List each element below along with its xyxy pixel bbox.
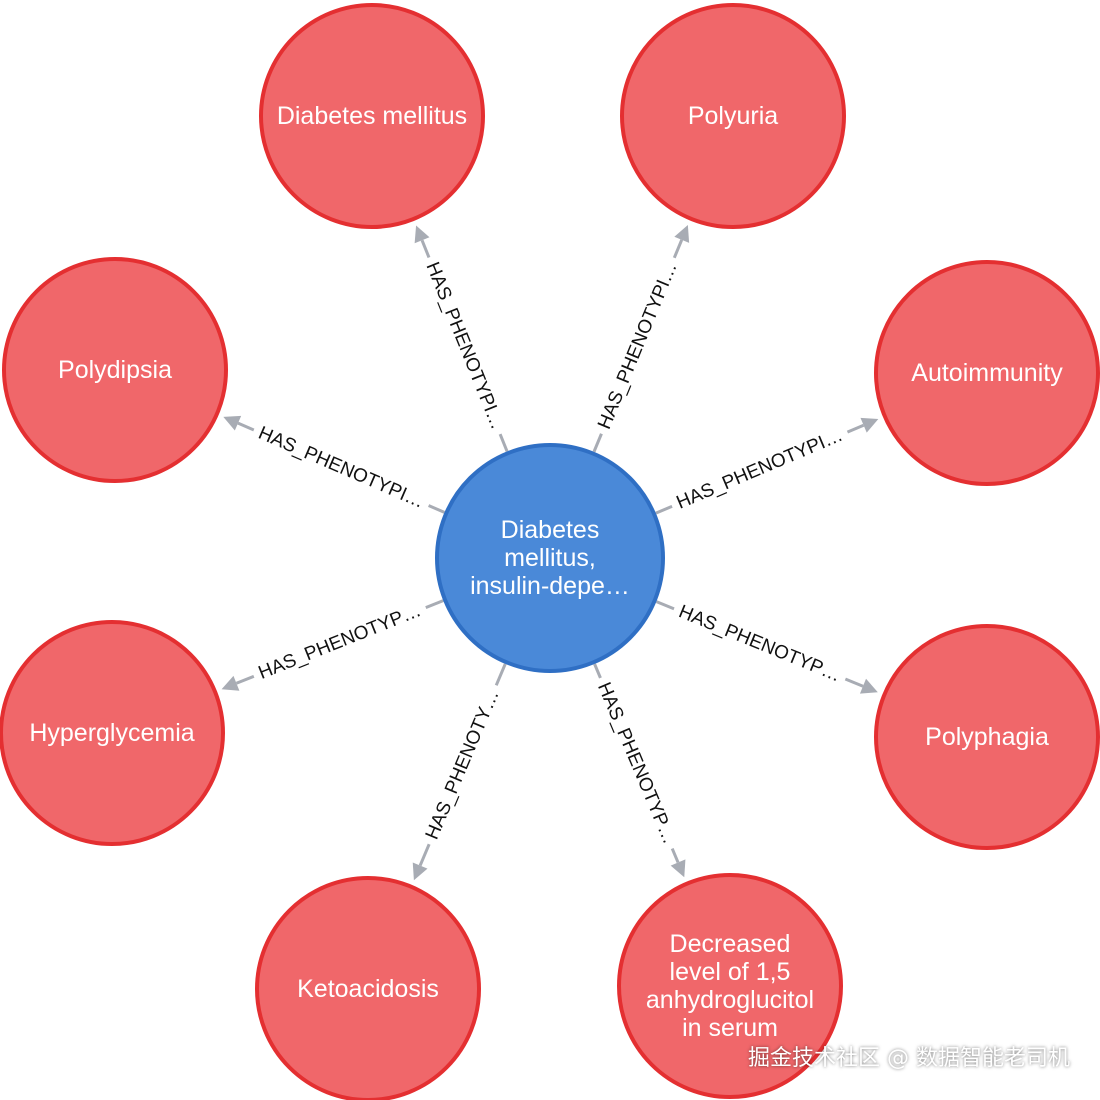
edge-label-group: HAS_PHENOTYP… <box>588 672 685 854</box>
node-polydipsia[interactable]: Polydipsia <box>2 257 228 483</box>
node-label: level of 1,5 <box>670 958 791 986</box>
arrowhead-icon <box>412 862 428 881</box>
phenotype-node-circle[interactable] <box>617 873 843 1099</box>
edge-autoimmunity: HAS_PHENOTYPI… <box>655 417 879 519</box>
node-label: anhydroglucitol <box>646 986 814 1014</box>
edge-label: HAS_PHENOTYPI… <box>594 259 682 432</box>
edge-label-group: HAS_PHENOTYPI… <box>248 418 434 518</box>
arrowhead-icon <box>221 675 240 691</box>
edge-label-group: HAS_PHENOTYPI… <box>666 420 853 519</box>
node-ketoacidosis[interactable]: Ketoacidosis <box>255 876 481 1100</box>
node-diabetes-mellitus[interactable]: Diabetes mellitus <box>259 3 485 229</box>
node-label: Autoimmunity <box>911 359 1063 387</box>
phenotype-node-circle[interactable] <box>2 257 228 483</box>
arrowhead-icon <box>223 415 242 431</box>
edge-label-background <box>417 680 509 850</box>
edge-ketoacidosis: HAS_PHENOTY… <box>412 663 509 881</box>
edge-label: HAS_PHENOTYP… <box>676 601 844 686</box>
arrowhead-icon <box>674 225 690 243</box>
node-label: Polydipsia <box>58 356 172 384</box>
node-label: Polyuria <box>688 102 778 130</box>
edge-label: HAS_PHENOTYPI… <box>255 423 427 513</box>
edge-label-background <box>589 252 687 439</box>
arrowhead-icon <box>670 859 686 878</box>
arrowhead-icon <box>414 225 430 244</box>
node-center[interactable]: Diabetesmellitus,insulin-depe… <box>435 443 665 673</box>
edge-label-background <box>416 252 513 439</box>
node-autoimmunity[interactable]: Autoimmunity <box>874 260 1100 486</box>
edge-label-group: HAS_PHENOTYPI… <box>416 252 513 439</box>
node-hyperglycemia[interactable]: Hyperglycemia <box>0 620 225 846</box>
edge-label-background <box>248 418 434 518</box>
edge-label: HAS_PHENOTYP… <box>593 679 679 847</box>
phenotype-node-circle[interactable] <box>255 876 481 1100</box>
node-label: insulin-depe… <box>470 572 630 600</box>
node-label: Polyphagia <box>925 723 1049 751</box>
node-label: Ketoacidosis <box>297 975 439 1003</box>
node-polyuria[interactable]: Polyuria <box>620 3 846 229</box>
edge-label-group: HAS_PHENOTYP… <box>669 596 851 692</box>
edge-label-background <box>249 595 431 689</box>
edge-label-group: HAS_PHENOTY… <box>417 680 509 850</box>
edge-label: HAS_PHENOTY… <box>422 687 504 843</box>
watermark-text: 掘金技术社区 @ 数据智能老司机 <box>748 1046 1070 1071</box>
edge-label: HAS_PHENOTYPI… <box>421 259 507 432</box>
edge-decreased-anhydroglucitol: HAS_PHENOTYP… <box>588 663 686 878</box>
node-polyphagia[interactable]: Polyphagia <box>874 624 1100 850</box>
edge-polyuria: HAS_PHENOTYPI… <box>589 225 690 453</box>
edge-polydipsia: HAS_PHENOTYPI… <box>223 415 446 518</box>
arrowhead-icon <box>860 417 879 433</box>
edge-label-background <box>666 420 853 519</box>
edge-hyperglycemia: HAS_PHENOTYP… <box>221 595 444 691</box>
phenotype-node-circle[interactable] <box>874 624 1100 850</box>
arrowhead-icon <box>859 678 878 694</box>
node-label: Diabetes mellitus <box>277 102 467 130</box>
node-label: mellitus, <box>504 544 596 572</box>
node-label: Decreased <box>670 930 791 958</box>
phenotype-node-circle[interactable] <box>259 3 485 229</box>
phenotype-node-circle[interactable] <box>874 260 1100 486</box>
edge-label-group: HAS_PHENOTYP… <box>249 595 431 689</box>
edge-label-background <box>669 596 851 692</box>
edge-label: HAS_PHENOTYPI… <box>673 425 846 514</box>
center-node-circle[interactable] <box>435 443 665 673</box>
edge-label-background <box>588 672 685 854</box>
phenotype-node-circle[interactable] <box>620 3 846 229</box>
edge-polyphagia: HAS_PHENOTYP… <box>655 596 878 694</box>
edge-label-group: HAS_PHENOTYPI… <box>589 252 687 439</box>
node-label: Hyperglycemia <box>29 719 194 747</box>
edge-label: HAS_PHENOTYP… <box>256 600 425 684</box>
phenotype-node-circle[interactable] <box>0 620 225 846</box>
node-label: in serum <box>682 1014 778 1042</box>
edge-diabetes-mellitus: HAS_PHENOTYPI… <box>414 225 513 452</box>
node-label: Diabetes <box>501 516 600 544</box>
